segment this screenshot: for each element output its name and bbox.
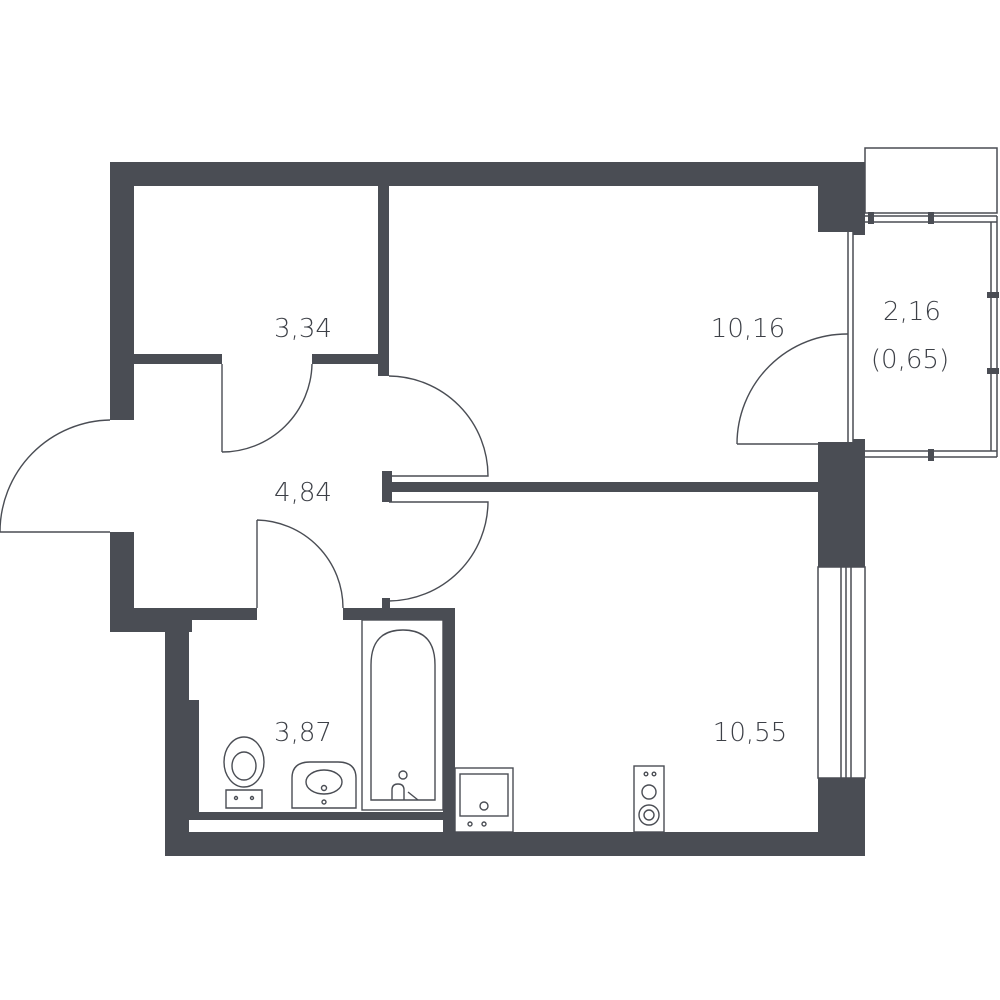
stove-knob-b [651,771,657,777]
kitchen-sink-tap-a [467,821,473,827]
storage-door [221,363,313,453]
window-right [817,566,866,779]
wall-storage-bottom-right [312,354,389,364]
bathtub-tap [407,791,419,801]
room-area-hallway: 4,84 [274,478,332,508]
room-area-living: 10,16 [711,314,785,344]
wall-storage-bottom-left [134,354,222,364]
room-area-balcony-reduced: (0,65) [871,345,949,375]
doors [0,333,849,609]
wall-bath-top-left [189,608,257,620]
wall-bottom [165,832,865,856]
toilet-button-a [233,795,239,801]
balcony-door [736,333,849,445]
balcony-mark-3 [987,292,999,298]
exterior-walls [110,162,865,856]
wall-left-upper [110,162,134,420]
stove [633,765,665,833]
balcony-post-top [853,225,865,235]
room-area-storage: 3,34 [274,314,332,344]
room-area-bathroom: 3,87 [274,718,332,748]
toilet-button-b [249,795,255,801]
kitchen-sink-unit [454,767,514,833]
wall-right-bottom [818,778,865,856]
wall-bath-top-right [343,608,453,620]
balcony-post-bottom [853,439,865,449]
interior-walls [134,186,818,834]
sink-drain [320,784,328,792]
bathtub-drain [398,770,408,780]
toilet-seat [231,751,257,781]
stove-burner-large-inner [643,809,655,821]
bathtub-faucet [391,783,405,800]
kitchen-sink-drain [479,801,489,811]
balcony [847,147,999,461]
toilet-tank [225,789,263,809]
room-area-balcony: 2,16 [883,297,941,327]
balcony-top-box [864,147,998,214]
balcony-mark-4 [987,368,999,374]
sink-tap [321,799,327,805]
entrance-door [0,419,111,533]
wall-storage-right [378,186,389,376]
balcony-mark-5 [928,449,934,461]
room-area-kitchen-living: 10,55 [713,718,787,748]
kitchen-sink-tap-b [481,821,487,827]
sink-bowl [305,769,343,795]
wall-bath-right [443,608,455,834]
area-labels: 3,34 10,16 2,16 (0,65) 4,84 3,87 10,55 [274,297,949,748]
wall-bath-left [165,608,189,856]
wall-right-mid [818,442,865,567]
wall-room-divider [392,482,818,492]
balcony-mark-2 [928,212,934,224]
wall-top [110,162,865,186]
stove-burner-small [641,784,657,800]
wall-bath-inner-left [189,700,199,812]
living-room-door [388,375,489,477]
balcony-mark-1 [868,212,874,224]
bathtub-inner [370,629,436,801]
wall-bath-corner [382,598,390,610]
bathtub [361,619,444,811]
bathroom-door [256,519,344,609]
wall-bath-bottom-shelf [189,812,443,820]
toilet [223,736,265,809]
kitchen-door [388,501,489,602]
wall-right-top-inner [818,186,840,232]
stove-knob-a [643,771,649,777]
wall-stub [382,471,392,502]
sink [291,761,357,809]
